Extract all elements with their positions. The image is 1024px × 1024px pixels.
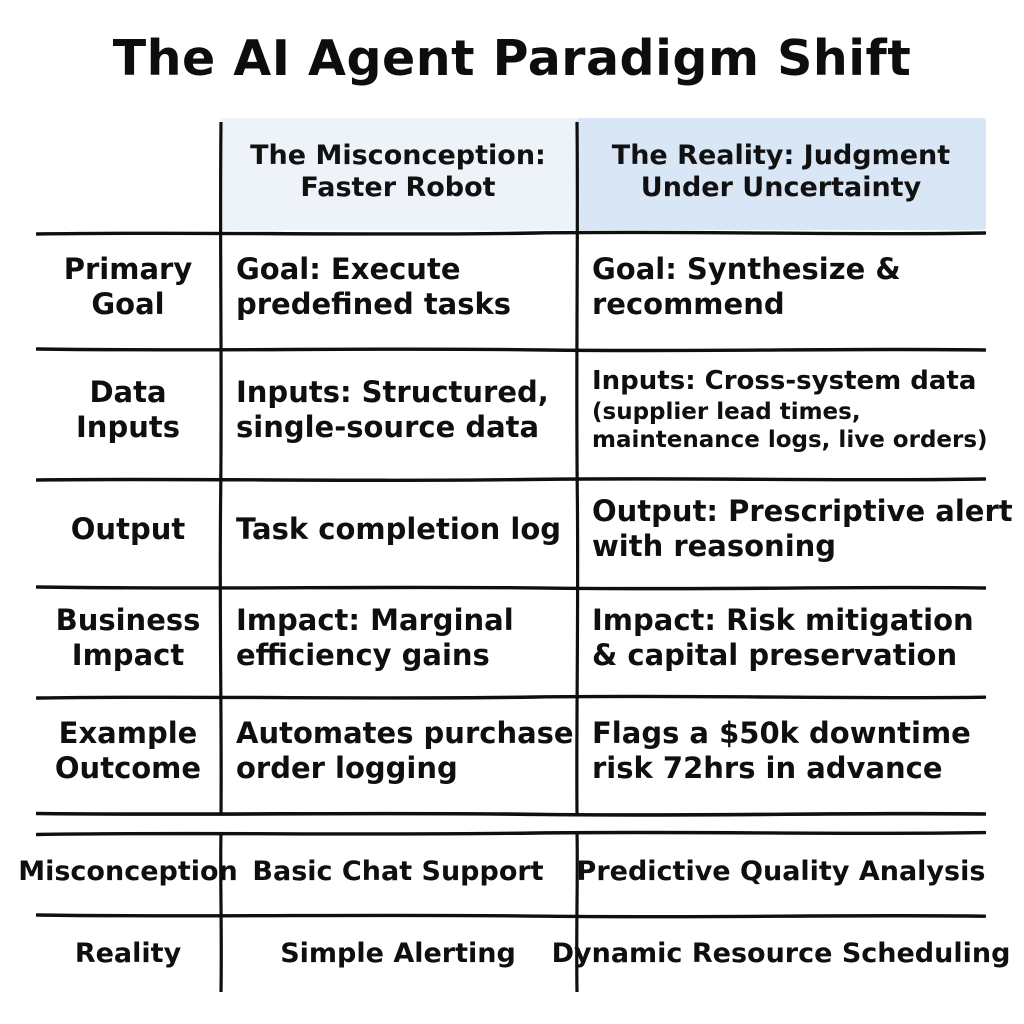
cell-misconception-output: Task completion log xyxy=(220,476,576,584)
table-row: Example Outcome Automates purchase order… xyxy=(36,694,986,810)
cell-line2: single-source data xyxy=(236,410,540,444)
table-row: Reality Simple Alerting Dynamic Resource… xyxy=(36,912,1011,994)
cell-line2: with reasoning xyxy=(592,529,837,563)
cell-line1: Goal: Execute xyxy=(236,252,461,287)
cell-reality-business-impact: Impact: Risk mitigation & capital preser… xyxy=(576,584,986,694)
row-label-line1: Example xyxy=(58,716,198,751)
cell-line2: efficiency gains xyxy=(236,638,490,672)
table-header-row: The Misconception: Faster Robot The Real… xyxy=(36,118,986,230)
column-header-misconception-line1: The Misconception: xyxy=(250,140,546,172)
header-corner-spacer xyxy=(36,118,220,230)
row-label-line1: Output xyxy=(70,511,186,546)
cell-misconception-business-impact: Impact: Marginal efficiency gains xyxy=(220,584,576,694)
cell-line2: risk 72hrs in advance xyxy=(592,751,943,785)
cell-reality-primary-goal: Goal: Synthesize & recommend xyxy=(576,230,986,346)
table-row: Data Inputs Inputs: Structured, single-s… xyxy=(36,346,988,476)
column-header-misconception: The Misconception: Faster Robot xyxy=(220,118,576,230)
cell-reality-data-inputs: Inputs: Cross-system data (supplier lead… xyxy=(576,346,988,476)
cell-line1: Inputs: Structured, xyxy=(236,375,549,410)
row-label-primary-goal: Primary Goal xyxy=(36,230,220,346)
cell-line1: Goal: Synthesize & xyxy=(592,252,901,287)
cell-misconception-data-inputs: Inputs: Structured, single-source data xyxy=(220,346,576,476)
row-label-reality: Reality xyxy=(74,937,182,969)
column-header-reality-line2: Under Uncertainty xyxy=(640,172,922,203)
row-label-line2: Goal xyxy=(91,287,165,321)
cell-line1: Output: Prescriptive alert xyxy=(592,494,1013,529)
cell-line1: Flags a $50k downtime xyxy=(592,716,971,751)
cell-misconception-example: Basic Chat Support xyxy=(252,855,544,887)
row-label-line1: Data xyxy=(89,375,167,410)
cell-line2: predefined tasks xyxy=(236,287,512,321)
cell-reality-example: Predictive Quality Analysis xyxy=(576,855,986,887)
table-row: Misconception Basic Chat Support Predict… xyxy=(18,830,986,912)
row-label-misconception: Misconception xyxy=(18,855,238,887)
cell-misconception-primary-goal: Goal: Execute predefined tasks xyxy=(220,230,576,346)
cell-line2: order logging xyxy=(236,751,458,785)
page-title: The AI Agent Paradigm Shift xyxy=(112,30,912,87)
cell-line2: recommend xyxy=(592,287,785,321)
row-label-example-outcome: Example Outcome xyxy=(36,694,220,810)
cell-reality-output: Output: Prescriptive alert with reasonin… xyxy=(576,476,1013,584)
row-label-business-impact: Business Impact xyxy=(36,584,220,694)
comparison-table: The Misconception: Faster Robot The Real… xyxy=(36,118,1013,817)
row-label-line2: Impact xyxy=(71,638,185,672)
column-header-misconception-line2: Faster Robot xyxy=(300,172,496,203)
cell-misconception-example-2: Simple Alerting xyxy=(280,937,516,969)
row-label-data-inputs: Data Inputs xyxy=(36,346,220,476)
table-row: Primary Goal Goal: Execute predefined ta… xyxy=(36,230,986,346)
column-header-reality-line1: The Reality: Judgment xyxy=(611,140,951,172)
cell-line1: Task completion log xyxy=(236,511,562,546)
row-label-line2: Outcome xyxy=(54,751,202,785)
cell-line1: Inputs: Cross-system data xyxy=(592,366,977,397)
examples-table: Misconception Basic Chat Support Predict… xyxy=(18,830,1011,994)
cell-line2: & capital preservation xyxy=(592,638,958,672)
cell-line1: Impact: Risk mitigation xyxy=(592,603,974,638)
cell-misconception-example-outcome: Automates purchase order logging xyxy=(220,694,576,810)
cell-reality-example-outcome: Flags a $50k downtime risk 72hrs in adva… xyxy=(576,694,986,810)
row-label-output: Output xyxy=(36,476,220,584)
row-label-line1: Primary xyxy=(63,252,193,287)
table-row: Output Task completion log Output: Presc… xyxy=(36,476,1013,584)
row-label-line2: Inputs xyxy=(76,410,180,444)
row-label-line1: Business xyxy=(55,603,201,638)
cell-line3: maintenance logs, live orders) xyxy=(592,426,988,453)
cell-line1: Automates purchase xyxy=(236,716,574,751)
table-row: Business Impact Impact: Marginal efficie… xyxy=(36,584,986,694)
divider-line xyxy=(36,810,986,817)
cell-line1: Impact: Marginal xyxy=(236,603,514,638)
column-header-reality: The Reality: Judgment Under Uncertainty xyxy=(576,118,986,230)
cell-reality-example-2: Dynamic Resource Scheduling xyxy=(551,937,1011,969)
cell-line2: (supplier lead times, xyxy=(592,398,861,425)
